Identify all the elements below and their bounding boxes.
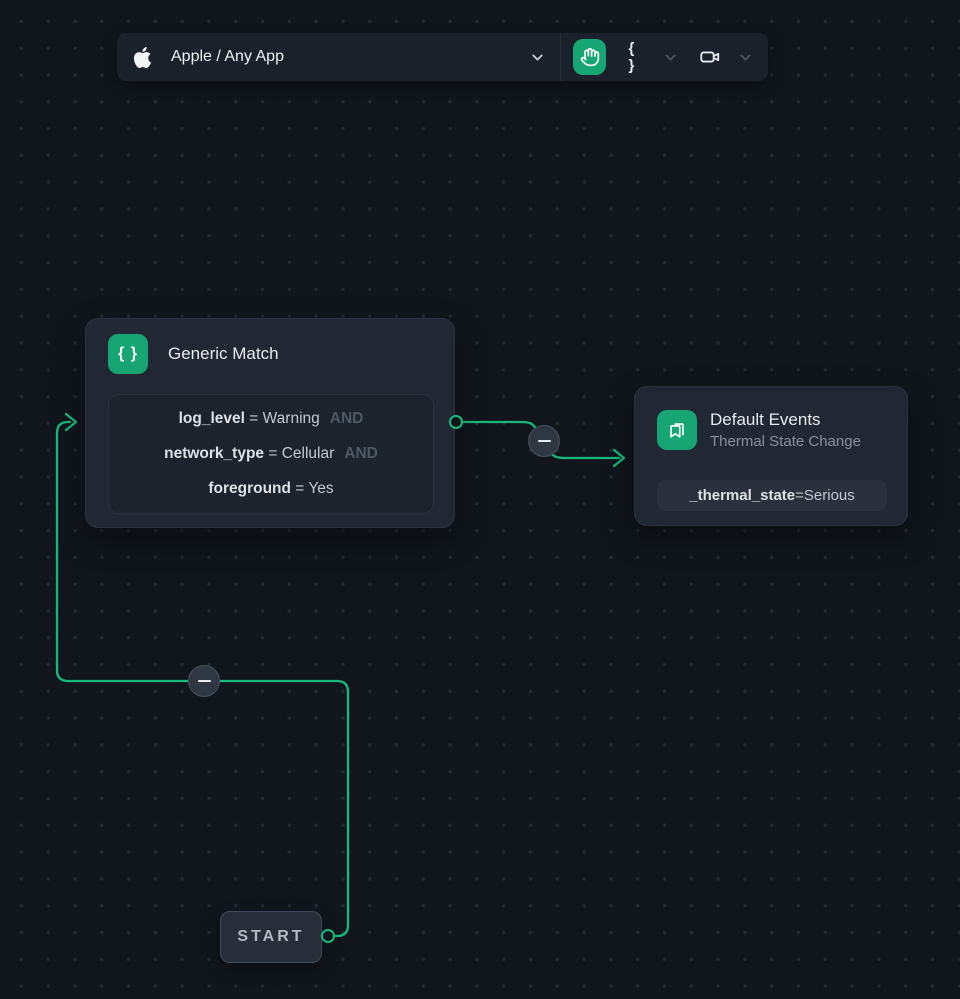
app-selector-dropdown[interactable]: Apple / Any App	[117, 33, 560, 81]
edge-collapse-badge[interactable]	[188, 665, 220, 697]
chevron-down-icon[interactable]	[737, 49, 754, 66]
node-title-block: Default Events Thermal State Change	[697, 410, 861, 450]
apple-icon	[132, 46, 153, 68]
minus-icon	[197, 680, 211, 682]
bookmarks-icon	[657, 410, 697, 450]
toolbar-divider	[560, 33, 561, 81]
node-title: Generic Match	[168, 344, 279, 363]
condition-row: foreground = Yes	[208, 480, 334, 498]
event-condition-pill: _thermal_state = Serious	[657, 480, 887, 511]
edge-arrowhead	[64, 412, 78, 432]
app-selector-label: Apple / Any App	[171, 48, 284, 65]
chevron-down-icon	[529, 49, 546, 66]
video-camera-icon	[699, 46, 721, 68]
edge-collapse-badge[interactable]	[528, 425, 560, 457]
video-camera-button[interactable]	[699, 46, 721, 68]
edge-arrowhead	[612, 448, 626, 468]
node-title: Default Events	[710, 410, 821, 429]
node-default-events[interactable]: Default Events Thermal State Change _the…	[634, 386, 908, 526]
pan-hand-button[interactable]	[572, 39, 607, 75]
braces-icon: { }	[108, 334, 148, 374]
toolbar-actions: { }	[561, 33, 768, 81]
braces-view-button[interactable]: { }	[628, 40, 636, 74]
output-port-generic-match[interactable]	[449, 415, 463, 429]
top-toolbar: Apple / Any App { }	[117, 33, 768, 81]
start-button[interactable]: START	[220, 911, 322, 963]
node-header: { } Generic Match	[86, 319, 454, 374]
output-port-start[interactable]	[321, 929, 335, 943]
node-header: Default Events Thermal State Change	[635, 387, 907, 450]
chevron-down-icon[interactable]	[662, 49, 679, 66]
node-subtitle: Thermal State Change	[710, 433, 861, 450]
hand-icon	[580, 47, 600, 67]
minus-icon	[537, 440, 551, 442]
